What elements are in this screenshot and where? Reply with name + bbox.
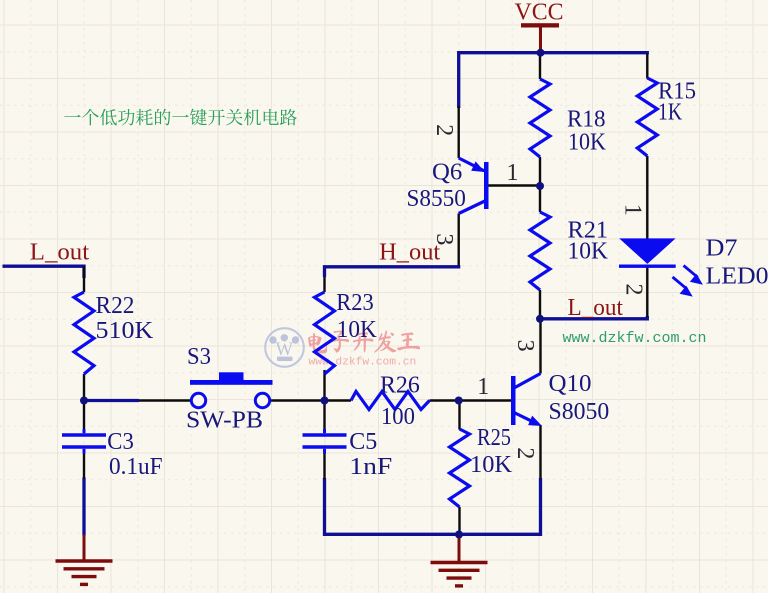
svg-text:2: 2: [512, 447, 538, 459]
svg-text:1: 1: [477, 374, 489, 400]
svg-text:10K: 10K: [568, 238, 609, 264]
svg-text:R22: R22: [96, 293, 135, 319]
svg-text:Q6: Q6: [432, 159, 462, 185]
svg-text:10K: 10K: [568, 130, 607, 156]
svg-text:1: 1: [507, 160, 519, 186]
svg-text:Q10: Q10: [549, 371, 592, 397]
svg-text:10K: 10K: [470, 452, 513, 478]
svg-text:100: 100: [381, 404, 415, 430]
svg-text:R26: R26: [380, 373, 420, 399]
svg-text:2: 2: [431, 124, 457, 136]
svg-text:C3: C3: [107, 429, 134, 455]
svg-text:R25: R25: [477, 425, 511, 451]
svg-text:LED0: LED0: [706, 263, 768, 289]
svg-text:1: 1: [619, 204, 645, 216]
svg-text:L_out: L_out: [568, 295, 624, 321]
svg-text:VCC: VCC: [515, 0, 564, 26]
svg-text:3: 3: [431, 233, 457, 245]
svg-text:S8550: S8550: [407, 186, 466, 212]
svg-text:R18: R18: [567, 106, 606, 132]
svg-text:3: 3: [512, 340, 538, 352]
svg-text:2: 2: [621, 284, 647, 296]
svg-text:www.dzkfw.com.cn: www.dzkfw.com.cn: [563, 330, 707, 347]
svg-text:0.1uF: 0.1uF: [109, 454, 163, 480]
svg-text:1nF: 1nF: [349, 454, 392, 480]
svg-text:S8050: S8050: [549, 399, 610, 425]
svg-text:D7: D7: [706, 235, 738, 261]
svg-text:C5: C5: [349, 429, 377, 455]
svg-text:510K: 510K: [96, 318, 154, 344]
svg-text:SW-PB: SW-PB: [186, 408, 263, 434]
svg-text:10K: 10K: [337, 317, 378, 343]
svg-text:1K: 1K: [658, 100, 683, 126]
svg-text:R23: R23: [336, 290, 374, 316]
svg-text:S3: S3: [187, 344, 211, 370]
svg-text:W: W: [276, 340, 294, 360]
svg-text:L_out: L_out: [30, 239, 90, 265]
